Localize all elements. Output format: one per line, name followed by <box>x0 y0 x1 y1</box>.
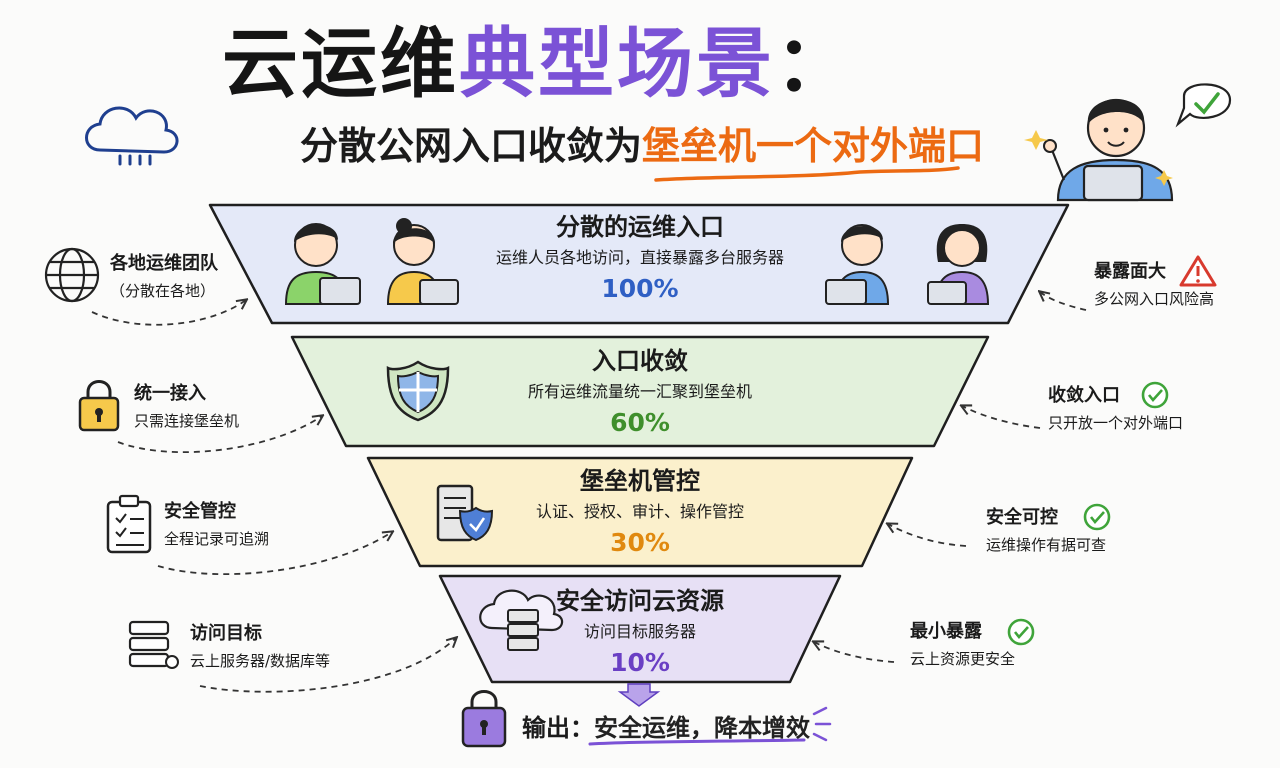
layer-3-desc: 认证、授权、审计、操作管控 <box>535 502 744 521</box>
left-note-3: 安全管控 全程记录可追溯 <box>164 500 269 550</box>
layer-1-title: 分散的运维入口 <box>556 213 724 241</box>
check-icon <box>1007 618 1035 646</box>
right-note-4-desc: 云上资源更安全 <box>910 650 1016 668</box>
globe-icon <box>44 247 100 303</box>
page-title: 云运维典型场景： <box>222 22 854 106</box>
left-note-4-desc: 云上服务器/数据库等 <box>190 652 331 670</box>
lock-icon <box>78 380 120 432</box>
person-laptop-icon <box>1024 83 1232 202</box>
check-icon <box>1141 381 1169 409</box>
layer-2-desc: 所有运维流量统一汇聚到堡垒机 <box>527 382 752 401</box>
funnel-layer-2 <box>290 335 990 448</box>
connector-left-3 <box>157 532 392 576</box>
left-note-2: 统一接入 只需连接堡垒机 <box>134 382 239 432</box>
connector-right-4 <box>814 642 895 663</box>
server-shield-icon <box>436 484 494 542</box>
right-note-2: 收敛入口 只开放一个对外端口 <box>1048 384 1183 434</box>
layer-4-title: 安全访问云资源 <box>556 587 724 615</box>
warning-icon <box>1179 255 1217 287</box>
left-note-3-desc: 全程记录可追溯 <box>164 530 270 548</box>
left-note-1-title: 各地运维团队 <box>110 253 218 274</box>
layer-4-percent: 10% <box>610 648 670 677</box>
title-part-1: 云运维 <box>222 19 459 108</box>
layer-1-desc: 运维人员各地访问，直接暴露多台服务器 <box>495 248 784 267</box>
left-note-2-title: 统一接入 <box>134 383 206 404</box>
layer-1-text: 分散的运维入口 运维人员各地访问，直接暴露多台服务器 100% <box>460 212 820 304</box>
layer-3-percent: 30% <box>610 528 670 557</box>
layer-4-text: 安全访问云资源 访问目标服务器 10% <box>530 586 750 678</box>
layer-2-text: 入口收敛 所有运维流量统一汇聚到堡垒机 60% <box>470 346 810 438</box>
page-subtitle: 分散公网入口收敛为堡垒机一个对外端口 <box>300 124 984 170</box>
people-laptop-icon <box>284 218 990 305</box>
layer-3-text: 堡垒机管控 认证、授权、审计、操作管控 30% <box>500 466 780 558</box>
right-note-2-desc: 只开放一个对外端口 <box>1048 414 1184 432</box>
right-note-3-desc: 运维操作有据可查 <box>986 536 1107 554</box>
connector-right-1 <box>1040 292 1087 311</box>
right-note-1-title: 暴露面大 <box>1094 261 1166 282</box>
cloud-rain-icon <box>85 106 179 166</box>
right-note-3: 安全可控 运维操作有据可查 <box>986 506 1106 556</box>
left-note-4-title: 访问目标 <box>190 623 262 644</box>
left-note-1-desc: （分散在各地） <box>110 282 216 300</box>
right-note-4-title: 最小暴露 <box>910 621 982 642</box>
cloud-server-icon <box>479 589 564 651</box>
connector-left-1 <box>91 300 246 326</box>
right-note-3-title: 安全可控 <box>986 507 1058 528</box>
subtitle-part-1: 分散公网入口收敛为 <box>300 124 643 168</box>
layer-4-desc: 访问目标服务器 <box>583 622 696 641</box>
left-note-3-title: 安全管控 <box>164 501 236 522</box>
title-part-2: 典型场景 <box>459 19 775 108</box>
layer-3-title: 堡垒机管控 <box>580 467 700 495</box>
funnel-layer-3 <box>366 456 914 568</box>
clipboard-icon <box>106 494 152 554</box>
output-arrow <box>617 683 661 707</box>
output-line: 输出：安全运维，降本增效 <box>522 713 810 743</box>
layer-1-percent: 100% <box>601 274 679 303</box>
left-note-1: 各地运维团队 （分散在各地） <box>110 252 218 302</box>
output-lock-icon <box>461 690 507 748</box>
layer-2-title: 入口收敛 <box>592 347 688 375</box>
layer-2-percent: 60% <box>610 408 670 437</box>
output-label: 输出： <box>522 714 594 742</box>
right-note-1-desc: 多公网入口风险高 <box>1094 290 1215 308</box>
right-note-1: 暴露面大 多公网入口风险高 <box>1094 260 1214 310</box>
connector-left-4 <box>199 638 456 693</box>
check-icon <box>1083 503 1111 531</box>
right-note-4: 最小暴露 云上资源更安全 <box>910 620 1015 670</box>
connector-left-2 <box>117 416 322 454</box>
title-part-3: ： <box>775 19 854 108</box>
subtitle-part-2: 堡垒机一个对外端口 <box>642 124 985 168</box>
connector-right-2 <box>962 406 1041 429</box>
left-note-4: 访问目标 云上服务器/数据库等 <box>190 622 330 672</box>
shield-icon <box>386 360 450 422</box>
output-underline <box>588 738 806 746</box>
connector-right-3 <box>888 524 967 547</box>
left-note-2-desc: 只需连接堡垒机 <box>134 412 240 430</box>
sparkle-icon <box>812 706 832 742</box>
subtitle-underline <box>654 166 960 182</box>
output-value: 安全运维，降本增效 <box>594 714 810 742</box>
server-icon <box>128 620 179 669</box>
right-note-2-title: 收敛入口 <box>1048 385 1120 406</box>
